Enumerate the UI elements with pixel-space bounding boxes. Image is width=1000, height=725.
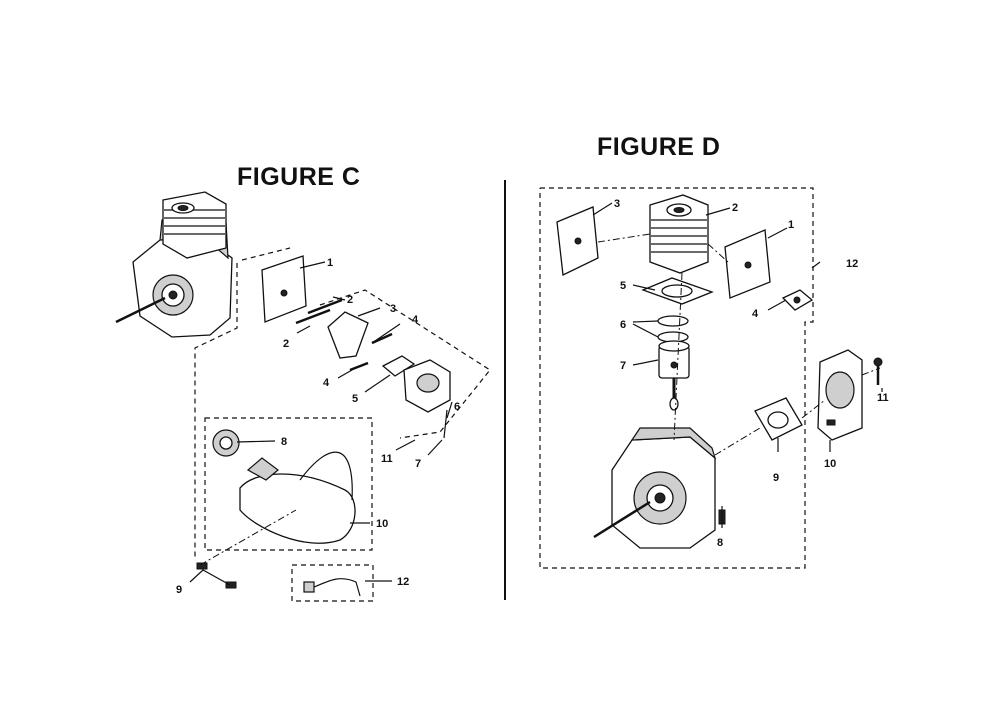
crankcase-d [593, 427, 726, 549]
callout-c-10: 10 [376, 518, 388, 530]
gasket-c-1 [261, 255, 307, 323]
figure-d: 1 2 3 4 5 6 7 8 9 10 11 12 [539, 187, 889, 569]
engine-block-c [115, 191, 233, 338]
piston-d-7 [658, 340, 690, 411]
callout-c-2a: 2 [347, 294, 353, 306]
callout-d-1: 1 [788, 219, 794, 231]
callout-c-3: 3 [390, 303, 396, 315]
callout-c-5: 5 [352, 393, 358, 405]
gasket-c-5 [381, 355, 416, 377]
callout-c-11: 11 [381, 453, 393, 465]
callout-d-12: 12 [846, 258, 858, 270]
adapter-c-3 [327, 311, 369, 359]
callout-d-11: 11 [877, 392, 889, 404]
fuel-tank-box [204, 417, 373, 551]
callout-c-8: 8 [281, 436, 287, 448]
callout-d-9: 9 [773, 472, 779, 484]
callout-c-6: 6 [454, 401, 460, 413]
callout-d-8: 8 [717, 537, 723, 549]
carburetor-c [403, 359, 451, 439]
cylinder-d-2 [649, 194, 709, 274]
ring-d-6a [657, 315, 689, 327]
muffler-d-10 [817, 349, 863, 441]
callout-c-4b: 4 [323, 377, 330, 389]
callout-c-1: 1 [327, 257, 333, 269]
screws-c-2 [295, 298, 343, 325]
callout-c-2b: 2 [283, 338, 289, 350]
callout-c-4a: 4 [412, 314, 419, 326]
callout-d-7: 7 [620, 360, 626, 372]
figure-c-title: FIGURE C [237, 163, 361, 191]
callout-d-2: 2 [732, 202, 738, 214]
callout-d-3: 3 [614, 198, 620, 210]
callout-c-12: 12 [397, 576, 409, 588]
callout-d-10: 10 [824, 458, 836, 470]
callout-d-6: 6 [620, 319, 626, 331]
figure-c: 1 2 2 3 4 4 5 6 8 9 10 11 7 12 [115, 191, 491, 602]
callout-d-4: 4 [752, 308, 759, 320]
callout-c-9: 9 [176, 584, 182, 596]
callout-d-5: 5 [620, 280, 626, 292]
figure-d-title: FIGURE D [597, 133, 721, 161]
fuel-line-box [291, 564, 374, 602]
callout-c-7: 7 [415, 458, 421, 470]
